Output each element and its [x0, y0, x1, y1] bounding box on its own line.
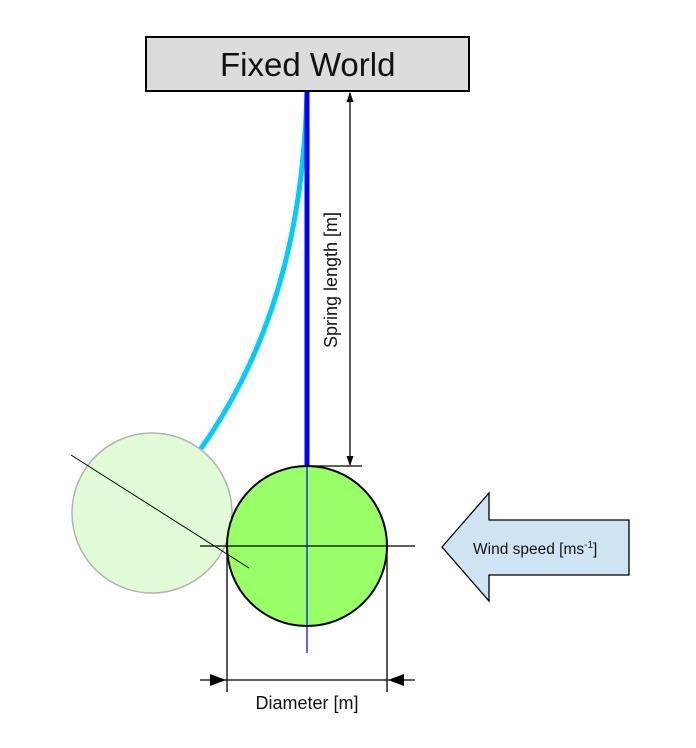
wind-arrow: Wind speed [ms-1]	[441, 491, 630, 603]
wind-speed-label-close: ]	[593, 541, 597, 558]
diameter-arrow-right	[388, 674, 404, 686]
deflection-axis-line	[70, 454, 250, 569]
diameter-arrow-left	[210, 674, 226, 686]
fixed-world-block: Fixed World	[145, 36, 470, 92]
deflected-ball	[71, 432, 233, 594]
fixed-world-label: Fixed World	[220, 46, 395, 83]
deflected-spring	[197, 91, 310, 452]
wind-speed-label: Wind speed [ms-1]	[473, 540, 597, 558]
fixed-world-box	[145, 36, 470, 92]
wind-arrow-shape	[441, 491, 630, 603]
wind-speed-label-exponent: -1	[584, 540, 593, 551]
diameter-label: Diameter [m]	[255, 693, 358, 713]
diameter-dimension: Diameter [m]	[200, 546, 415, 713]
spring-length-label: Spring length [m]	[321, 212, 341, 348]
spring-length-dimension: Spring length [m]	[307, 92, 362, 467]
wind-speed-label-main: Wind speed [ms	[473, 541, 584, 558]
